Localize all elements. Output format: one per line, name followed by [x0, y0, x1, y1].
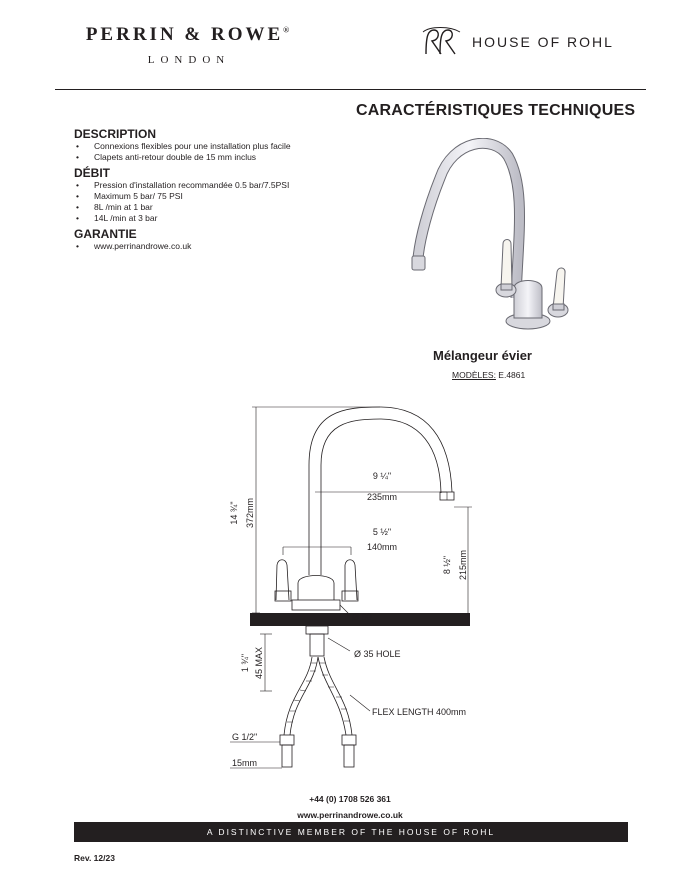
product-name: Mélangeur évier	[433, 348, 532, 363]
spec-heading-flow: DÉBIT	[74, 166, 110, 180]
spec-list-description: Connexions flexibles pour une installati…	[74, 141, 374, 163]
spec-item: Clapets anti-retour double de 15 mm incl…	[74, 152, 374, 163]
countertop	[250, 613, 470, 626]
spec-heading-description: DESCRIPTION	[74, 127, 157, 141]
rohl-monogram-icon	[422, 27, 461, 55]
specifications: DESCRIPTION Connexions flexibles pour un…	[74, 124, 374, 252]
spec-item: Connexions flexibles pour une installati…	[74, 141, 374, 152]
spec-item: 8L /min at 1 bar	[74, 202, 374, 213]
spec-list-warranty: www.perrinandrowe.co.uk	[74, 241, 374, 252]
perrin-rowe-logo: PERRIN & ROWE® LONDON	[74, 24, 304, 66]
technical-drawing: 14 ¾" 372mm 9 ¼" 235mm 5 ½" 140mm 8 ½" 2…	[229, 406, 472, 769]
dim-height-mm: 372mm	[245, 498, 255, 528]
dim-reach-in: 9 ¼"	[373, 471, 391, 481]
dim-reach-mm: 235mm	[367, 492, 397, 502]
product-models: MODÈLES: E.4861	[452, 370, 525, 380]
footer-banner: A DISTINCTIVE MEMBER OF THE HOUSE OF ROH…	[74, 822, 628, 842]
header-divider	[55, 89, 646, 90]
footer-phone: +44 (0) 1708 526 361	[309, 794, 391, 804]
spec-item: Maximum 5 bar/ 75 PSI	[74, 191, 374, 202]
spec-item: Pression d'installation recommandée 0.5 …	[74, 180, 374, 191]
spec-list-flow: Pression d'installation recommandée 0.5 …	[74, 180, 374, 224]
brand-left-wordmark: PERRIN & ROWE	[85, 24, 284, 45]
spec-item-website: www.perrinandrowe.co.uk	[74, 241, 374, 252]
dim-height-in: 14 ¾"	[229, 501, 239, 524]
dim-spout-in: 8 ½"	[442, 556, 452, 574]
dim-base-diameter: Ø 60	[352, 612, 372, 622]
brand-left-subtitle: LONDON	[147, 54, 231, 66]
dim-flex-length: FLEX LENGTH 400mm	[372, 707, 466, 717]
dim-max-mm: 45 MAX	[254, 647, 264, 679]
models-value: E.4861	[495, 370, 526, 380]
dim-max-in: 1 ¾"	[240, 654, 250, 672]
registered-mark: ®	[283, 25, 293, 35]
brand-right-name: HOUSE OF ROHL	[472, 34, 614, 50]
dim-centers-mm: 140mm	[367, 542, 397, 552]
house-of-rohl-logo: HOUSE OF ROHL	[420, 24, 614, 60]
models-label: MODÈLES:	[452, 370, 496, 380]
dim-hole-diameter: Ø 35 HOLE	[354, 649, 401, 659]
faucet-product-image	[411, 138, 569, 330]
spec-heading-warranty: GARANTIE	[74, 227, 137, 241]
spec-item: 14L /min at 3 bar	[74, 213, 374, 224]
revision-label: Rev. 12/23	[74, 853, 115, 863]
footer-website: www.perrinandrowe.co.uk	[297, 810, 403, 820]
dim-centers-in: 5 ½"	[373, 527, 391, 537]
dim-tail: 15mm	[232, 758, 257, 768]
dim-thread: G 1/2"	[232, 732, 257, 742]
dim-spout-mm: 215mm	[458, 550, 468, 580]
page-title: CARACTÉRISTIQUES TECHNIQUES	[356, 102, 636, 119]
